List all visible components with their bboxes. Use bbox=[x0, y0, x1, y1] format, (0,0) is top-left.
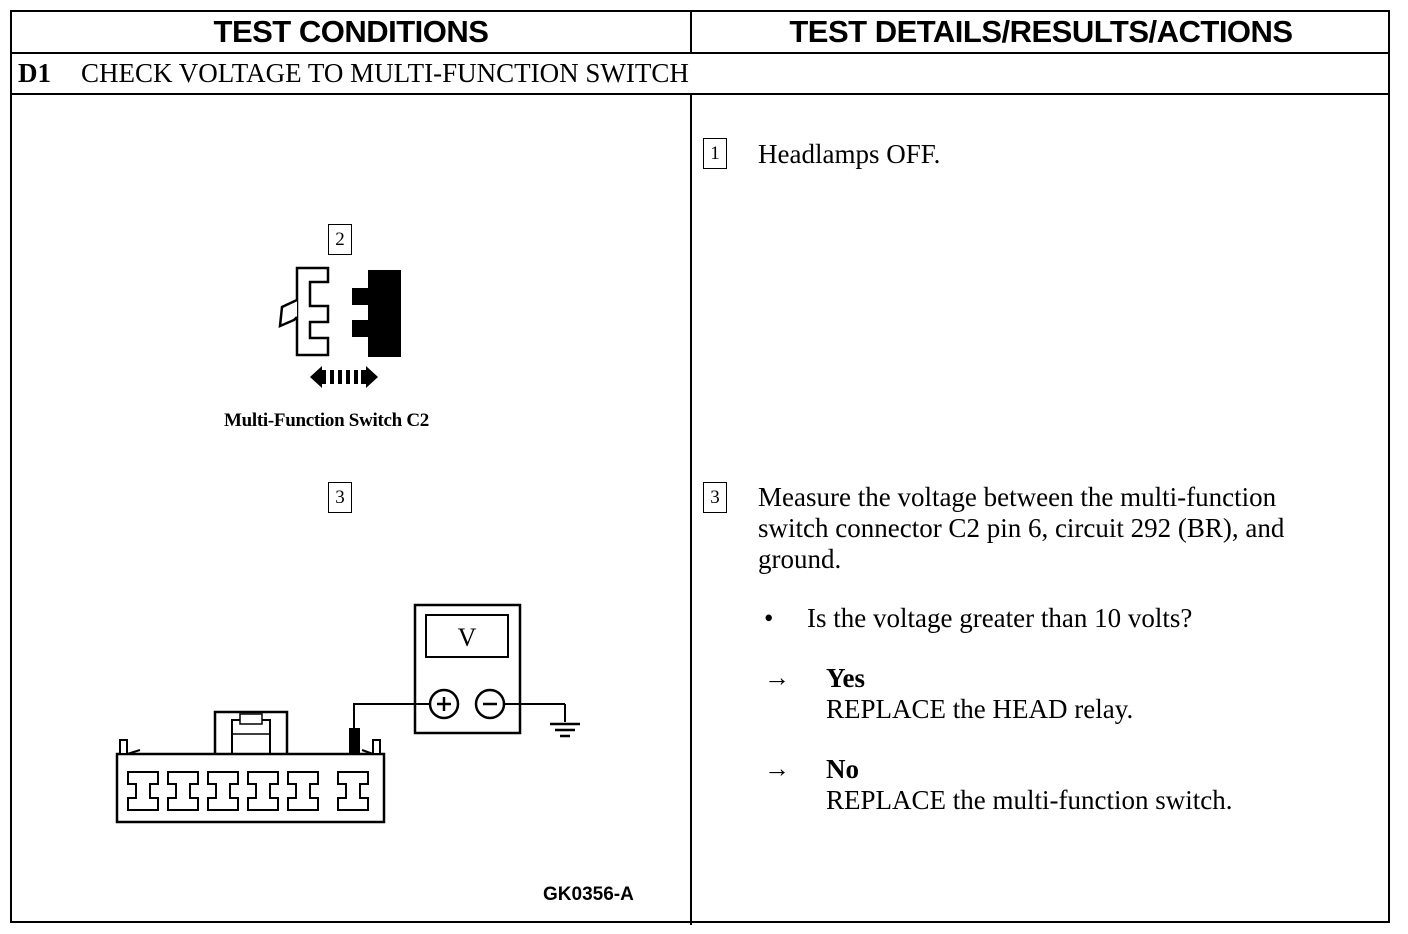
action-1-text: Headlamps OFF. bbox=[758, 139, 941, 169]
result-yes-action: REPLACE the HEAD relay. bbox=[826, 694, 1134, 724]
connector-half-solid bbox=[352, 270, 401, 357]
arrow-right-icon: → bbox=[764, 754, 790, 783]
multi-function-switch-connector bbox=[115, 710, 386, 824]
header-divider bbox=[690, 12, 692, 54]
figure-id: GK0356-A bbox=[543, 884, 634, 905]
action-3-question: Is the voltage greater than 10 volts? bbox=[807, 603, 1193, 633]
step-title-text: CHECK VOLTAGE TO MULTI-FUNCTION SWITCH bbox=[81, 58, 689, 88]
body-divider bbox=[690, 95, 692, 925]
voltmeter-diagram: V bbox=[115, 603, 580, 824]
callout-2: 2 bbox=[328, 224, 352, 255]
connector-half-open bbox=[278, 266, 330, 357]
step-title: D1 CHECK VOLTAGE TO MULTI-FUNCTION SWITCH bbox=[18, 58, 689, 89]
connector-diagram bbox=[278, 266, 401, 388]
meter-display-label: V bbox=[458, 623, 477, 652]
action-3-line-1: Measure the voltage between the multi-fu… bbox=[758, 482, 1277, 512]
connect-arrow-icon bbox=[310, 366, 378, 388]
test-table: TEST CONDITIONS TEST DETAILS/RESULTS/ACT… bbox=[10, 10, 1390, 925]
callout-3: 3 bbox=[328, 482, 352, 513]
action-3-line-2: switch connector C2 pin 6, circuit 292 (… bbox=[758, 513, 1285, 543]
step-id: D1 bbox=[18, 58, 51, 88]
action-3-number: 3 bbox=[703, 482, 727, 513]
connector-label: Multi-Function Switch C2 bbox=[224, 410, 429, 431]
action-3-line-3: ground. bbox=[758, 544, 842, 574]
voltmeter: V bbox=[413, 603, 522, 735]
action-1-number: 1 bbox=[703, 138, 727, 169]
header-rule bbox=[12, 52, 1388, 54]
result-yes-label: Yes bbox=[826, 663, 865, 693]
result-no-label: No bbox=[826, 754, 859, 784]
step-rule bbox=[12, 93, 1388, 95]
header-test-details: TEST DETAILS/RESULTS/ACTIONS bbox=[789, 14, 1293, 49]
ground-icon bbox=[504, 703, 580, 738]
result-no-action: REPLACE the multi-function switch. bbox=[826, 785, 1233, 815]
header-test-conditions: TEST CONDITIONS bbox=[213, 14, 489, 49]
bullet-icon: • bbox=[764, 603, 774, 633]
arrow-right-icon: → bbox=[764, 663, 790, 692]
